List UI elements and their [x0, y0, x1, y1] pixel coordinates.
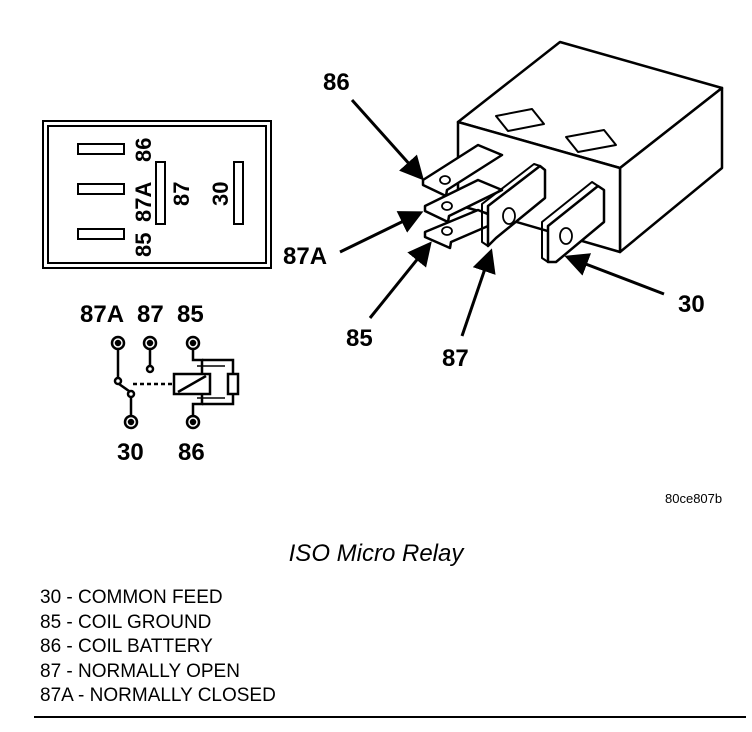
legend-item-85: 85 - COIL GROUND [40, 611, 212, 633]
schematic-label-87a: 87A [80, 301, 124, 328]
relay-top-slot [495, 108, 545, 132]
terminal-30-edge [541, 181, 599, 263]
terminal-30-hole [559, 227, 573, 245]
callout-label-85: 85 [346, 325, 373, 352]
terminal-87a [423, 178, 504, 224]
pin-diagram-outer-border [42, 120, 272, 269]
legend-item-87: 87 - NORMALLY OPEN [40, 660, 240, 682]
relay-schematic [110, 335, 240, 430]
arrow-85 [368, 241, 432, 319]
legend-item-87a: 87A - NORMALLY CLOSED [40, 685, 276, 706]
lead-86 [191, 394, 204, 416]
pin-slot-85 [77, 228, 125, 240]
resistor-lead-bottom [202, 394, 235, 406]
terminal-87-edge [481, 163, 541, 247]
coil-diagonal [177, 374, 207, 394]
pin-label-86: 86 [131, 138, 156, 162]
contact-87a [113, 376, 123, 386]
arrow-30 [564, 253, 665, 296]
suppression-resistor [226, 372, 240, 396]
pivot-30 [126, 389, 136, 399]
pin-diagram-inner-border [47, 125, 267, 264]
callout-label-87a: 87A [283, 243, 327, 270]
schematic-terminal-30-inner [127, 418, 135, 426]
pin-label-85: 85 [131, 233, 156, 257]
relay-3d-drawing [421, 40, 724, 264]
pin-diagram: 86 87A 85 87 30 [42, 120, 272, 269]
callout-label-30: 30 [678, 291, 705, 318]
pin-slot-87a [77, 183, 125, 195]
pin-slot-30 [233, 161, 244, 225]
terminal-87a-hole [441, 201, 453, 211]
schematic-label-30: 30 [117, 439, 144, 466]
schematic-label-86: 86 [178, 439, 205, 466]
lead-85 [191, 349, 204, 374]
legend-item-86: 86 - COIL BATTERY [40, 636, 213, 657]
arrow-87 [460, 248, 496, 337]
terminal-86-hole [439, 175, 451, 185]
callout-label-87: 87 [442, 345, 469, 372]
pin-slot-86 [77, 143, 125, 155]
legend-item-30: 30 - COMMON FEED [40, 587, 223, 608]
coil-box [172, 372, 212, 396]
callout-label-86: 86 [323, 69, 350, 96]
schematic-terminal-85-inner [189, 339, 197, 347]
pin-label-30: 30 [208, 182, 233, 206]
terminal-85-hole [441, 226, 453, 236]
switch-arm [118, 382, 130, 393]
schematic-label-87: 87 [137, 301, 164, 328]
figure-code: 80ce807b [665, 491, 722, 506]
schematic-terminal-86-inner [189, 418, 197, 426]
relay-top-slot [565, 129, 617, 153]
schematic-terminal-87-inner [146, 339, 154, 347]
terminal-87-hole [502, 207, 516, 225]
figure-caption: ISO Micro Relay [288, 540, 464, 567]
pin-label-87a: 87A [131, 182, 156, 222]
arrow-87a [339, 211, 424, 254]
pin-slot-87 [155, 161, 166, 225]
pin-label-87: 87 [169, 182, 194, 206]
contact-87 [145, 364, 155, 374]
arrow-86 [350, 98, 425, 181]
schematic-terminal-87a-inner [114, 339, 122, 347]
pin-legend: 30 - COMMON FEED 85 - COIL GROUND 86 - C… [40, 586, 276, 709]
callout-arrows [339, 98, 665, 337]
resistor-lead-top [202, 358, 235, 374]
bottom-rule [34, 716, 746, 718]
schematic-label-85: 85 [177, 301, 204, 328]
